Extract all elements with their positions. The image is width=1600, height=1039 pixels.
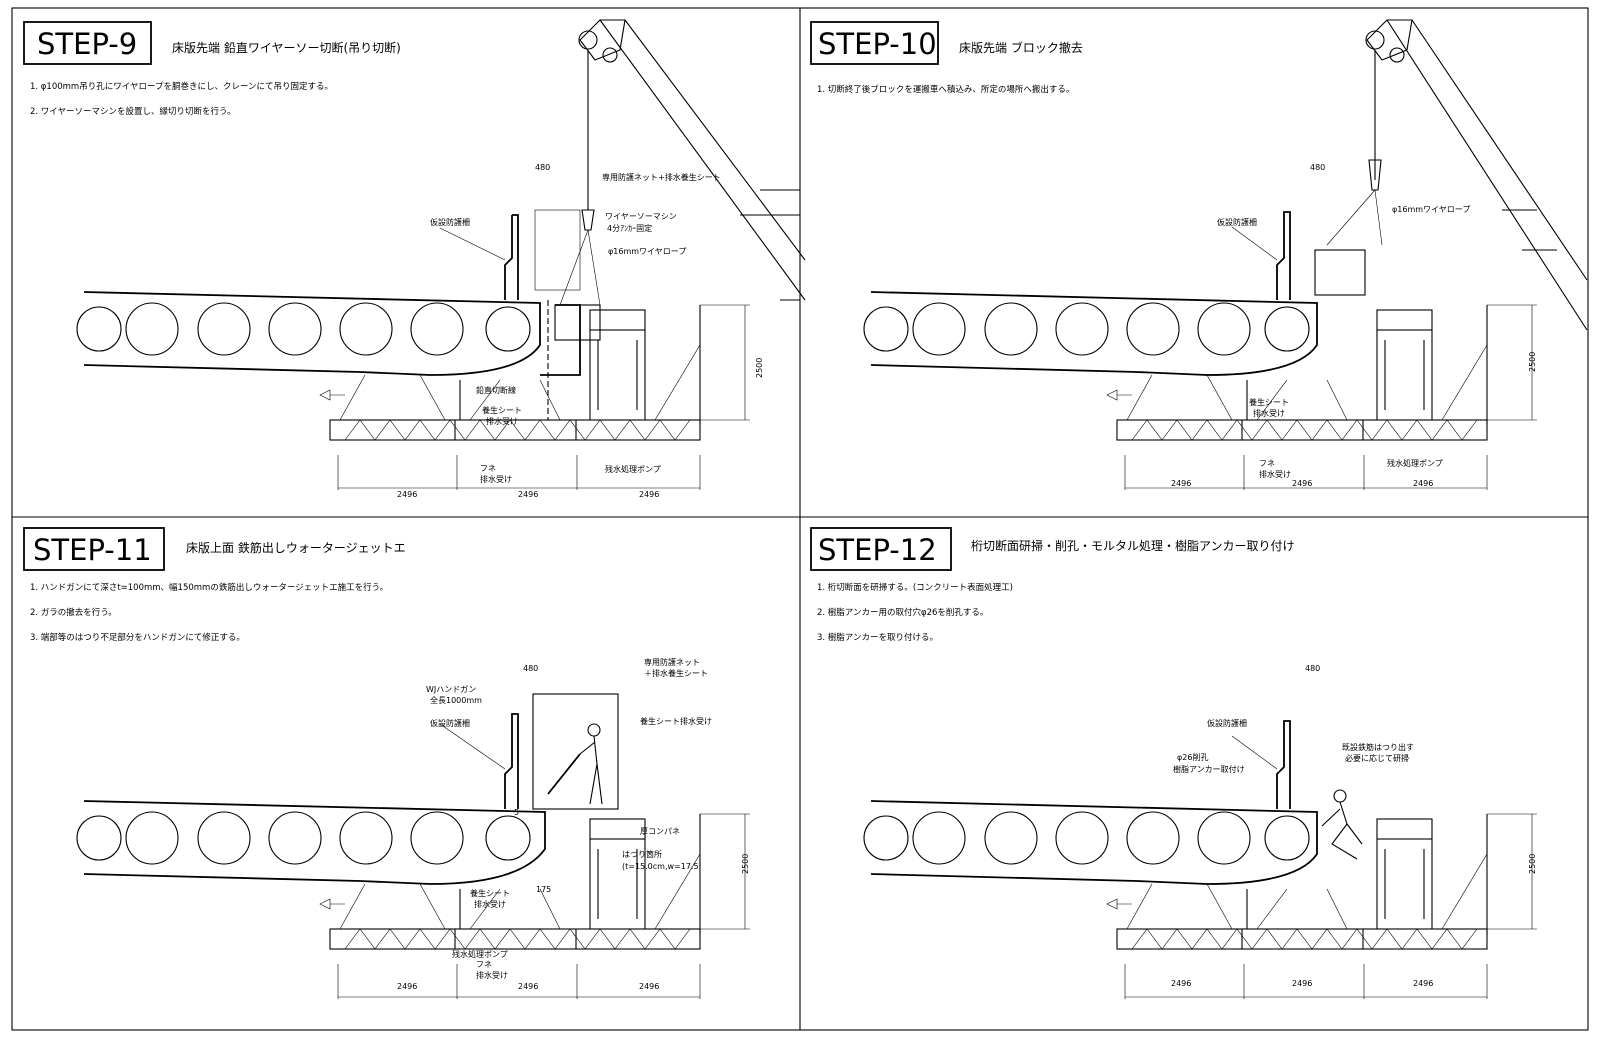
note-3: 3. 樹脂アンカーを取り付ける。 [817,632,938,643]
panel-title: 床版先端 鉛直ワイヤーソー切断(吊り切断) [172,40,401,55]
label-pump: 残水処理ポンプ [1387,458,1443,468]
dim-bottom-1: 2496 [1171,979,1191,988]
panel-title: 床版上面 鉄筋出しウォータージェットエ [186,540,406,555]
label-hole: φ26削孔 [1177,752,1208,762]
label-handgun: WJハンドガン [426,684,476,694]
label-chip: はつり箇所 [622,849,662,859]
label-pump: 残水処理ポンプ [452,949,508,959]
dim-bottom-2: 2496 [1292,979,1312,988]
label-plywood: 厚コンパネ [640,827,680,836]
label-drain-catch: 排水受け [486,416,518,426]
worker [1321,789,1363,860]
note-2: 2. ガラの撤去を行う。 [30,607,117,618]
dim-bottom-3: 2496 [639,982,659,991]
label-boat-drain: 排水受け [476,970,508,980]
dim-side: 2500 [1528,352,1537,372]
step-label: STEP-9 [37,27,137,61]
dim-175: 175 [536,885,551,894]
label-net-sheet: ＋排水養生シート [644,668,708,678]
label-guard-fence: 仮設防護柵 [1207,718,1247,728]
label-chip-dim: (t=15.0cm,w=17.5 [622,862,699,871]
note-1: 1. ハンドガンにて深さt=100mm、幅150mmの鉄筋出しウォータージェット… [30,582,388,593]
label-boat: フネ [1259,459,1275,468]
dim-side: 2500 [1528,854,1537,874]
dim-side: 2500 [741,854,750,874]
cut-block [554,304,601,341]
step-label: STEP-11 [33,533,152,567]
label-rebar: 既設鉄筋はつり出す [1342,742,1414,752]
label-wire-rope: φ16mmワイヤロープ [1392,205,1470,214]
net-frame [532,693,619,810]
dim-top: 480 [1310,163,1325,172]
label-boat: フネ [480,464,496,473]
label-guard-fence: 仮設防護柵 [1217,217,1257,227]
panel-step-10: STEP-10 床版先端 ブロック撤去 1. 切断終了後ブロックを運搬車へ積込み… [810,19,1588,491]
dim-bottom-1: 2496 [397,982,417,991]
bridge-section [76,214,751,491]
panel-step-12: STEP-12 桁切断面研掃・削孔・モルタル処理・樹脂アンカー取り付け 1. 桁… [810,527,1538,1000]
label-wire-saw: ワイヤーソーマシン [605,212,677,221]
note-3: 3. 端部等のはつり不足部分をハンドガンにて修正する。 [30,632,245,643]
label-wire-rope: φ16mmワイヤロープ [608,247,686,256]
note-2: 2. ワイヤーソーマシンを設置し、縁切り切断を行う。 [30,106,236,117]
dim-side: 2500 [755,358,764,378]
note-2: 2. 樹脂アンカー用の取付穴φ26を削孔する。 [817,607,988,618]
dim-bottom-3: 2496 [1413,479,1433,488]
label-net: 専用防護ネット+排水養生シート [602,172,721,182]
dim-bottom-1: 2496 [1171,479,1191,488]
panel-step-11: STEP-11 床版上面 鉄筋出しウォータージェットエ 1. ハンドガンにて深さ… [23,527,751,1000]
dim-top: 480 [1305,664,1320,673]
label-boat-drain: 排水受け [480,474,512,484]
label-sheet-drain: 養生シート排水受け [640,716,712,726]
step-label-box [23,21,152,65]
label-boat-drain: 排水受け [1259,469,1291,479]
label-sheet: 養生シート [482,405,522,415]
dim-bottom-2: 2496 [1292,479,1312,488]
crane [1326,19,1588,331]
dim-top: 480 [523,664,538,673]
dim-top: 480 [535,163,550,172]
label-resin-anchor: 樹脂アンカー取付け [1173,764,1245,774]
note-1: 1. φ100mm吊り孔にワイヤロープを胴巻きにし、クレーンにて吊り固定する。 [30,81,333,92]
label-guard-fence: 仮設防護柵 [430,718,470,728]
label-pump: 残水処理ポンプ [605,464,661,474]
worker [547,723,603,805]
removed-block [1314,249,1366,296]
step-label: STEP-10 [818,27,937,61]
crane [559,19,806,306]
label-handgun-length: 全長1000mm [430,695,482,705]
step-label: STEP-12 [818,533,937,567]
label-cut-line: 鉛直切断線 [476,385,516,395]
wire-saw-mesh [534,209,581,291]
step-label-box [23,527,165,571]
label-sheet: 養生シート [1249,397,1289,407]
label-rebar-clean: 必要に応じて研掃 [1345,753,1409,763]
label-boat: フネ [476,960,492,969]
bridge-section [863,211,1538,491]
dim-bottom-2: 2496 [518,982,538,991]
note-1: 1. 切断終了後ブロックを運搬車へ積込み、所定の場所へ搬出する。 [817,84,1074,95]
note-1: 1. 桁切断面を研掃する。(コンクリート表面処理工) [817,582,1013,593]
label-drain-catch: 排水受け [474,899,506,909]
label-sheet: 養生シート [470,888,510,898]
dim-5: 5 [514,808,519,817]
label-anchor: 4分ｱﾝｶｰ固定 [607,223,652,233]
step-label-box [810,527,952,571]
label-net: 専用防護ネット [644,657,700,667]
dim-bottom-1: 2496 [397,490,417,499]
dim-bottom-3: 2496 [639,490,659,499]
step-label-box [810,21,939,65]
panel-step-9: STEP-9 床版先端 鉛直ワイヤーソー切断(吊り切断) 1. φ100mm吊り… [23,19,806,499]
dim-bottom-2: 2496 [518,490,538,499]
panel-title: 桁切断面研掃・削孔・モルタル処理・樹脂アンカー取り付け [971,538,1295,553]
panel-title: 床版先端 ブロック撤去 [959,40,1083,55]
label-guard-fence: 仮設防護柵 [430,217,470,227]
bridge-section [863,720,1538,1000]
label-drain-catch: 排水受け [1253,408,1285,418]
dim-bottom-3: 2496 [1413,979,1433,988]
